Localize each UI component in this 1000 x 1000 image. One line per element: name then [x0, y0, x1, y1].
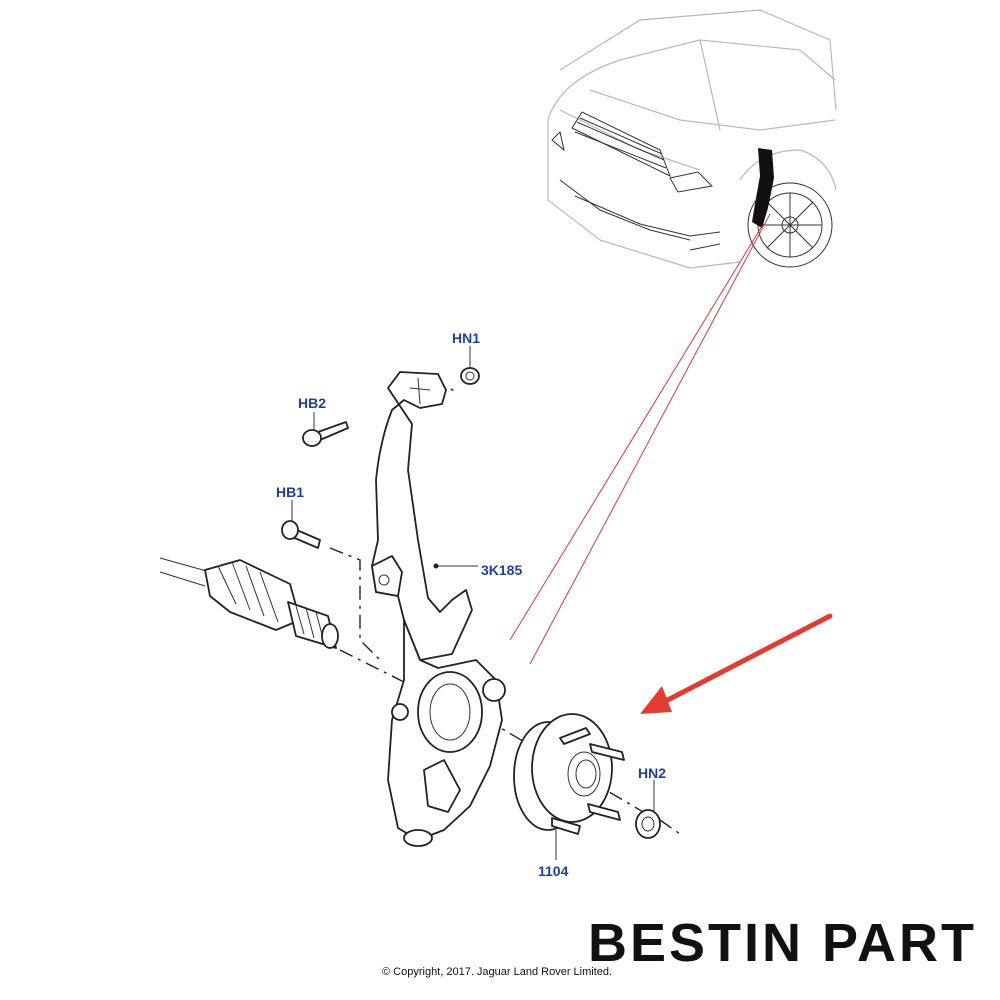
callout-hn2: HN2: [638, 765, 666, 781]
callout-knuckle: 3K185: [481, 562, 522, 578]
callout-hb2: HB2: [298, 395, 326, 411]
drive-shaft: [159, 557, 339, 649]
callout-hb1: HB1: [276, 484, 304, 500]
fasteners: [281, 367, 661, 839]
indicator-arrow: [640, 613, 833, 714]
callout-hub: 1104: [538, 863, 569, 879]
callout-hn1: HN1: [452, 330, 480, 346]
locator-lines: [509, 213, 771, 665]
copyright-notice: © Copyright, 2017. Jaguar Land Rover Lim…: [382, 966, 613, 978]
wheel-hub-bearing: [513, 713, 625, 835]
steering-knuckle: [371, 371, 506, 847]
vehicle-illustration: [547, 9, 837, 269]
brand-logo: BESTIN PART: [588, 913, 978, 973]
callout-leaders: [291, 346, 655, 860]
